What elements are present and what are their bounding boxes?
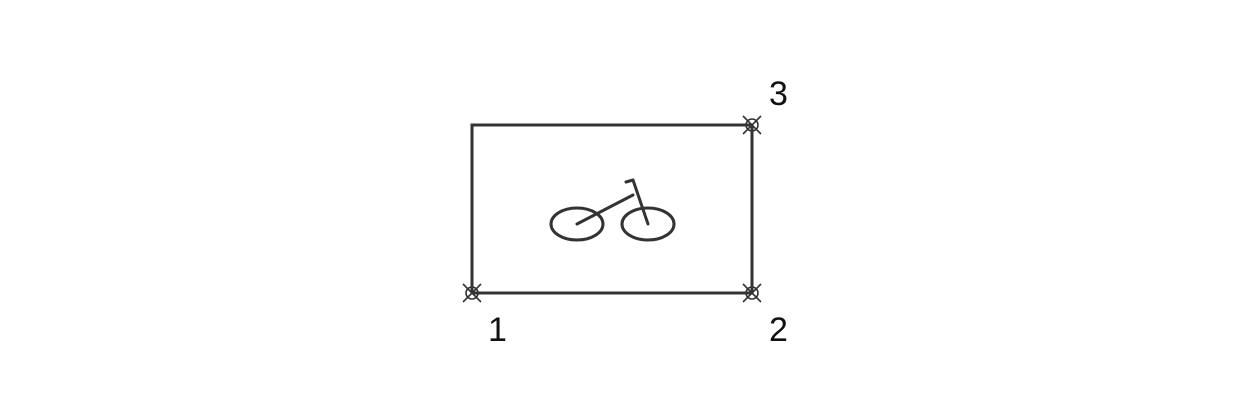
crossed-circle-marker — [742, 283, 762, 303]
crossed-circle-marker — [742, 115, 762, 135]
symbol-frame — [470, 123, 754, 295]
corner-label-3: 3 — [769, 75, 788, 113]
corner-label-2: 2 — [769, 311, 788, 349]
crossed-circle-marker — [462, 283, 482, 303]
bicycle-icon — [549, 178, 676, 242]
corner-label-1: 1 — [488, 311, 507, 349]
